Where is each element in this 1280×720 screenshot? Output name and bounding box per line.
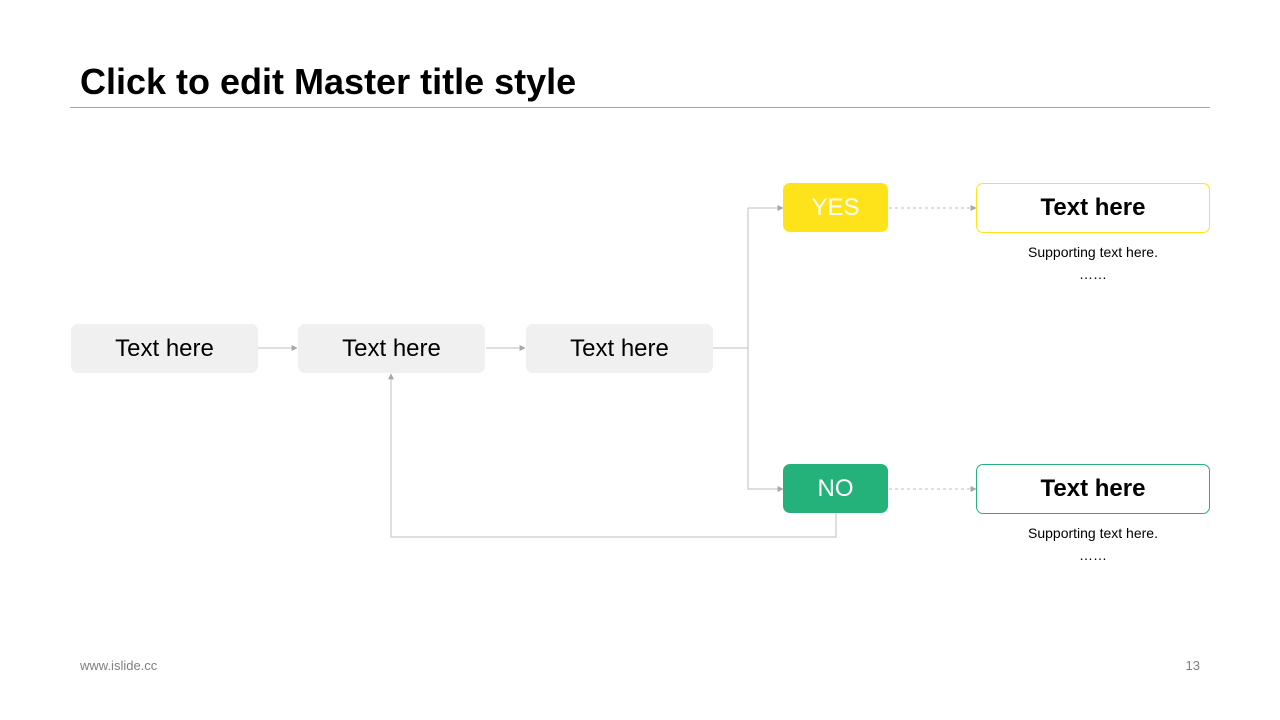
step-box-1: Text here: [71, 324, 258, 373]
supporting-text-yes: Supporting text here. ……: [976, 241, 1210, 285]
step-box-3: Text here: [526, 324, 713, 373]
slide-title: Click to edit Master title style: [80, 61, 577, 102]
supporting-text-yes-line1: Supporting text here.: [1028, 244, 1158, 260]
decision-yes: YES: [783, 183, 888, 232]
footer-url: www.islide.cc: [80, 658, 158, 673]
page-number: 13: [1185, 658, 1200, 673]
result-box-yes: Text here: [976, 183, 1210, 233]
supporting-text-no-line2: ……: [1079, 547, 1107, 563]
supporting-text-yes-line2: ……: [1079, 266, 1107, 282]
result-box-no: Text here: [976, 464, 1210, 514]
title-divider: [70, 107, 1210, 108]
decision-no: NO: [783, 464, 888, 513]
arrow-step3-no: [747, 348, 784, 492]
arrow-no-loopback: [388, 373, 837, 538]
arrow-step3-yes: [713, 205, 784, 349]
supporting-text-no: Supporting text here. ……: [976, 522, 1210, 566]
supporting-text-no-line1: Supporting text here.: [1028, 525, 1158, 541]
step-box-2: Text here: [298, 324, 485, 373]
